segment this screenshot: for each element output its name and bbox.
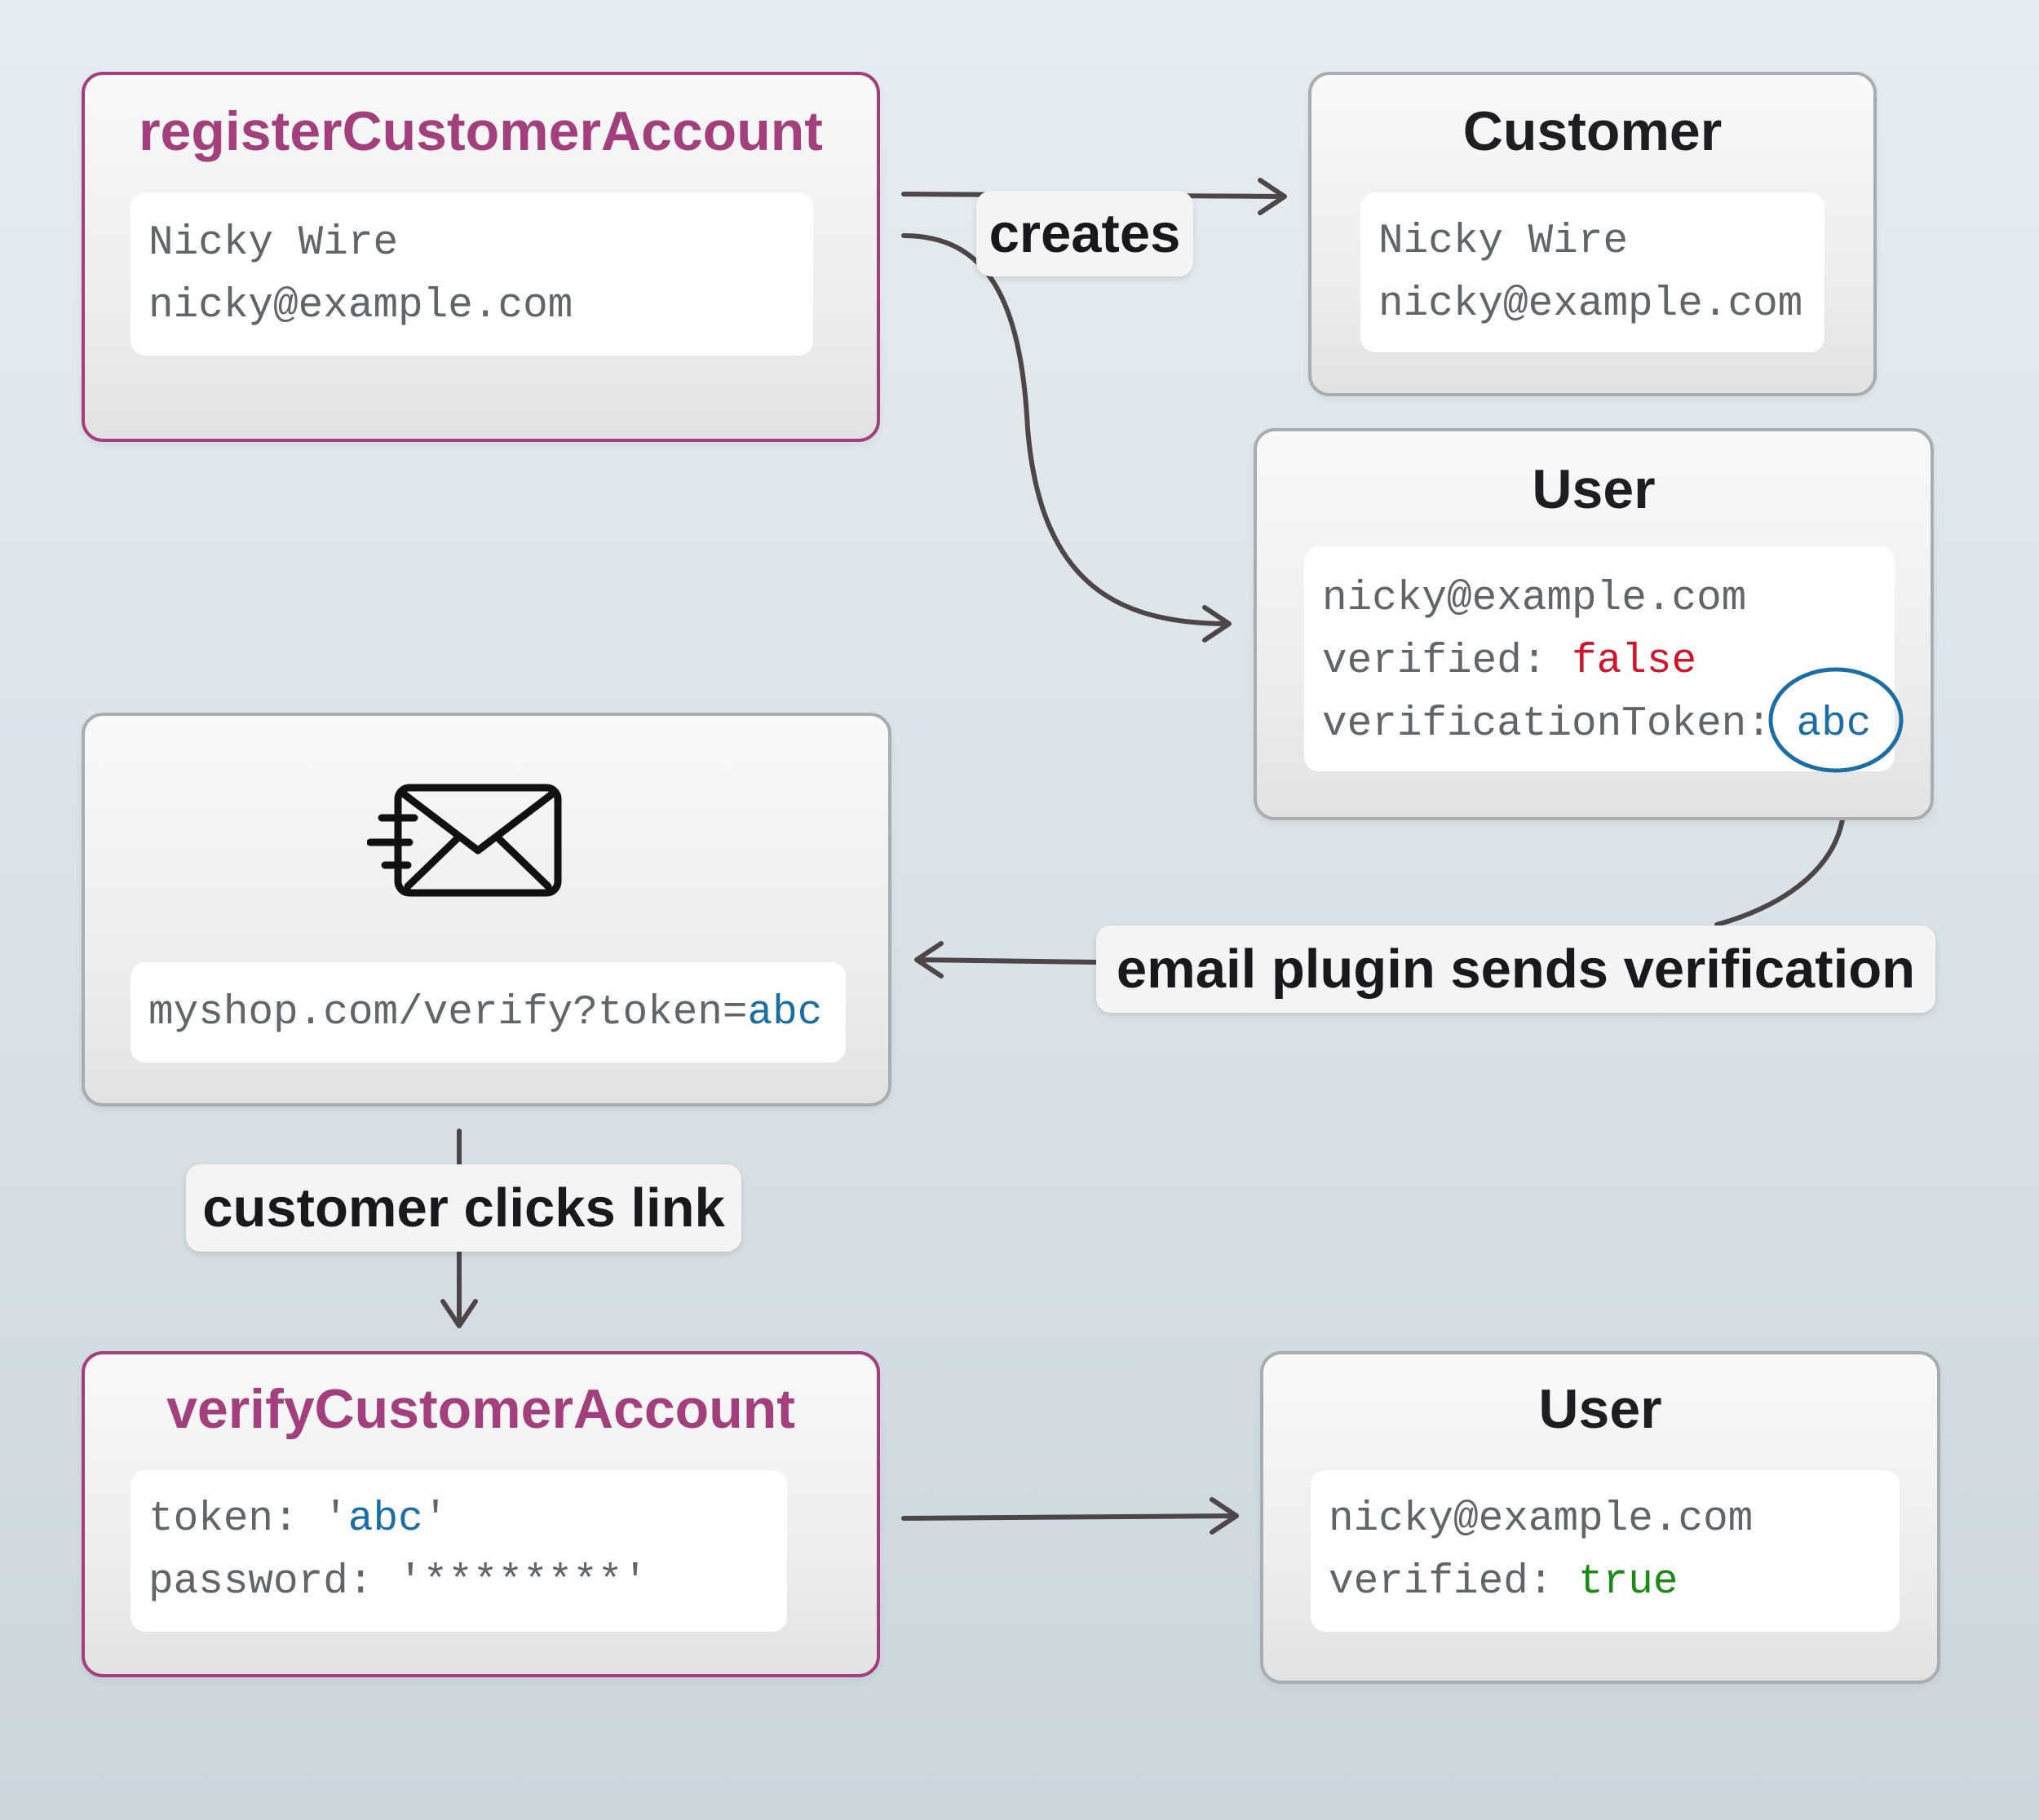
token-line: verificationToken: abc	[1322, 693, 1877, 756]
register-customer-account-box: registerCustomerAccount Nicky Wire nicky@…	[82, 72, 880, 442]
email-line: nicky@example.com	[1329, 1496, 1754, 1543]
verified-value: true	[1578, 1559, 1679, 1606]
label-creates: creates	[976, 191, 1193, 276]
token-value: abc	[347, 1496, 423, 1543]
verify-customer-account-box: verifyCustomerAccount token: 'abc' passwo…	[82, 1351, 880, 1677]
token-value: abc	[1796, 701, 1872, 748]
email-line: nicky@example.com	[148, 283, 573, 329]
arrow-clicks-bottom	[440, 1249, 478, 1328]
verified-line: verified: true	[1329, 1551, 1882, 1614]
label-customer-clicks: customer clicks link	[186, 1164, 741, 1252]
customer-entity-box: Customer Nicky Wire nicky@example.com	[1308, 72, 1877, 396]
link-token: abc	[747, 990, 823, 1036]
box-title: User	[1532, 458, 1656, 520]
verified-value: false	[1572, 638, 1697, 685]
user-fields: nicky@example.com verified: true	[1311, 1470, 1900, 1632]
password-line: password: '********'	[148, 1559, 648, 1606]
name-line: Nicky Wire	[148, 220, 399, 267]
token-line: token: 'abc'	[148, 1488, 769, 1551]
token-key: token:	[148, 1496, 324, 1543]
arrow-verify-to-user	[901, 1497, 1239, 1535]
verified-key: verified:	[1322, 638, 1572, 685]
email-line: nicky@example.com	[1322, 576, 1747, 622]
label-email-sends: email plugin sends verification	[1096, 925, 1935, 1013]
verify-input: token: 'abc' password: '********'	[130, 1470, 787, 1632]
box-title: Customer	[1462, 100, 1723, 162]
token-key: verificationToken:	[1322, 701, 1797, 748]
arrow-email-to-message	[914, 941, 1099, 978]
name-line: Nicky Wire	[1378, 219, 1629, 265]
verified-key: verified:	[1329, 1559, 1579, 1606]
customer-fields: Nicky Wire nicky@example.com	[1360, 192, 1824, 352]
box-title: User	[1538, 1378, 1662, 1440]
box-title: registerCustomerAccount	[139, 100, 823, 162]
verified-line: verified: false	[1322, 630, 1877, 693]
box-title: verifyCustomerAccount	[166, 1378, 795, 1440]
user-entity-box-verified: User nicky@example.com verified: true	[1260, 1351, 1940, 1684]
email-message-box: myshop.com/verify?token=abc	[82, 713, 891, 1107]
quote: '	[323, 1496, 348, 1543]
email-line: nicky@example.com	[1378, 281, 1803, 328]
quote: '	[422, 1496, 449, 1543]
envelope-send-icon	[367, 784, 562, 897]
verification-link[interactable]: myshop.com/verify?token=abc	[130, 962, 846, 1062]
register-input: Nicky Wire nicky@example.com	[130, 192, 813, 356]
link-prefix: myshop.com/verify?token=	[148, 990, 748, 1036]
arrow-creates-user	[901, 233, 1232, 643]
